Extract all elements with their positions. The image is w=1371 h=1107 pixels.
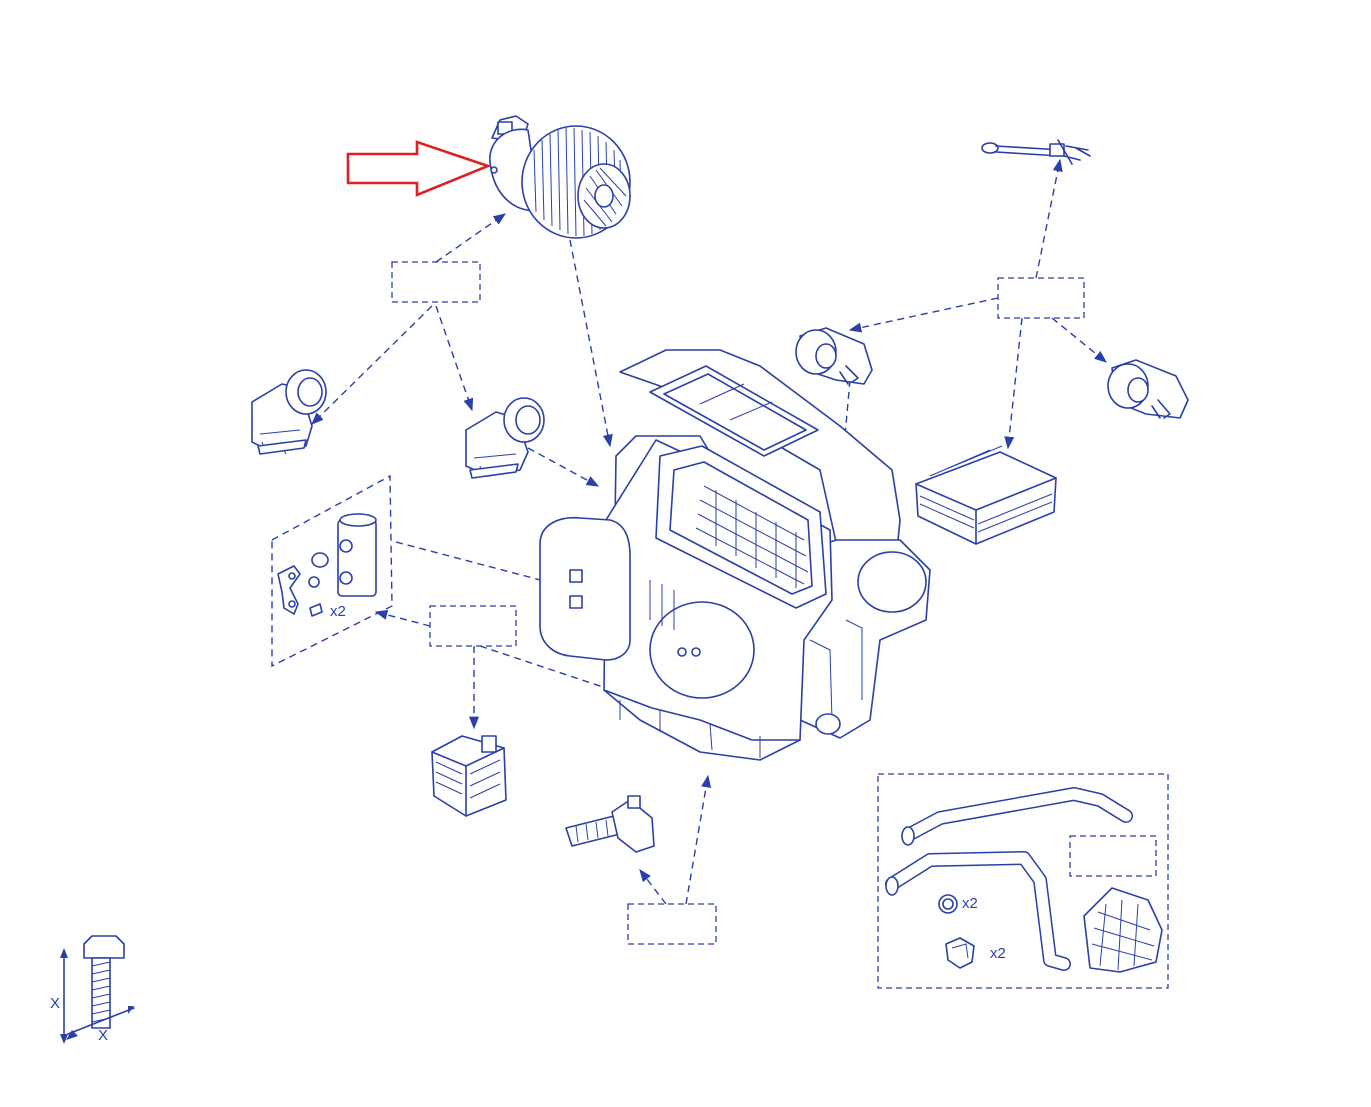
o-ring-small-icon: [938, 894, 958, 914]
blower-motor-icon[interactable]: [489, 115, 631, 239]
callout-box-2: [997, 277, 1085, 319]
qty-clips-label: x2: [990, 945, 1006, 962]
qty-screws-label: x2: [330, 603, 346, 620]
highlight-arrow-icon: [346, 140, 492, 197]
control-module-icon[interactable]: [915, 445, 1057, 545]
blower-resistor-icon[interactable]: [431, 735, 507, 817]
leader-lines: [311, 158, 1107, 905]
heater-hose-kit: x2 x2: [877, 773, 1169, 989]
expansion-valve-icon[interactable]: [337, 513, 377, 597]
flap-actuator-top-right-icon[interactable]: [795, 327, 873, 385]
bolt-dimension-icon: X X: [50, 935, 135, 1044]
dim-horizontal-label: X: [98, 1027, 108, 1044]
dim-vertical-label: X: [50, 995, 60, 1012]
flap-actuator-left-icon[interactable]: [251, 369, 327, 455]
hvac-housing-icon: [539, 349, 931, 761]
callout-box-3: [429, 605, 517, 647]
temperature-sensor-icon[interactable]: [981, 139, 1091, 165]
screw-icon: [309, 603, 323, 617]
qty-orings-label: x2: [962, 895, 978, 912]
hose-cover-icon[interactable]: [1083, 887, 1163, 973]
callout-box-5: [1069, 835, 1157, 877]
hose-clip-icon: [945, 937, 975, 969]
flap-actuator-right-icon[interactable]: [1107, 359, 1189, 419]
o-ring-icon: [308, 552, 329, 588]
flap-actuator-middle-icon[interactable]: [465, 397, 545, 479]
bracket-icon: [277, 565, 301, 615]
heater-hose-lower-icon[interactable]: [885, 851, 1071, 971]
heater-hose-upper-icon[interactable]: [901, 787, 1133, 846]
evaporator-sensor-icon[interactable]: [565, 795, 655, 853]
callout-box-1: [391, 261, 481, 303]
callout-box-4: [627, 903, 717, 945]
expansion-valve-kit: x2: [271, 474, 393, 668]
